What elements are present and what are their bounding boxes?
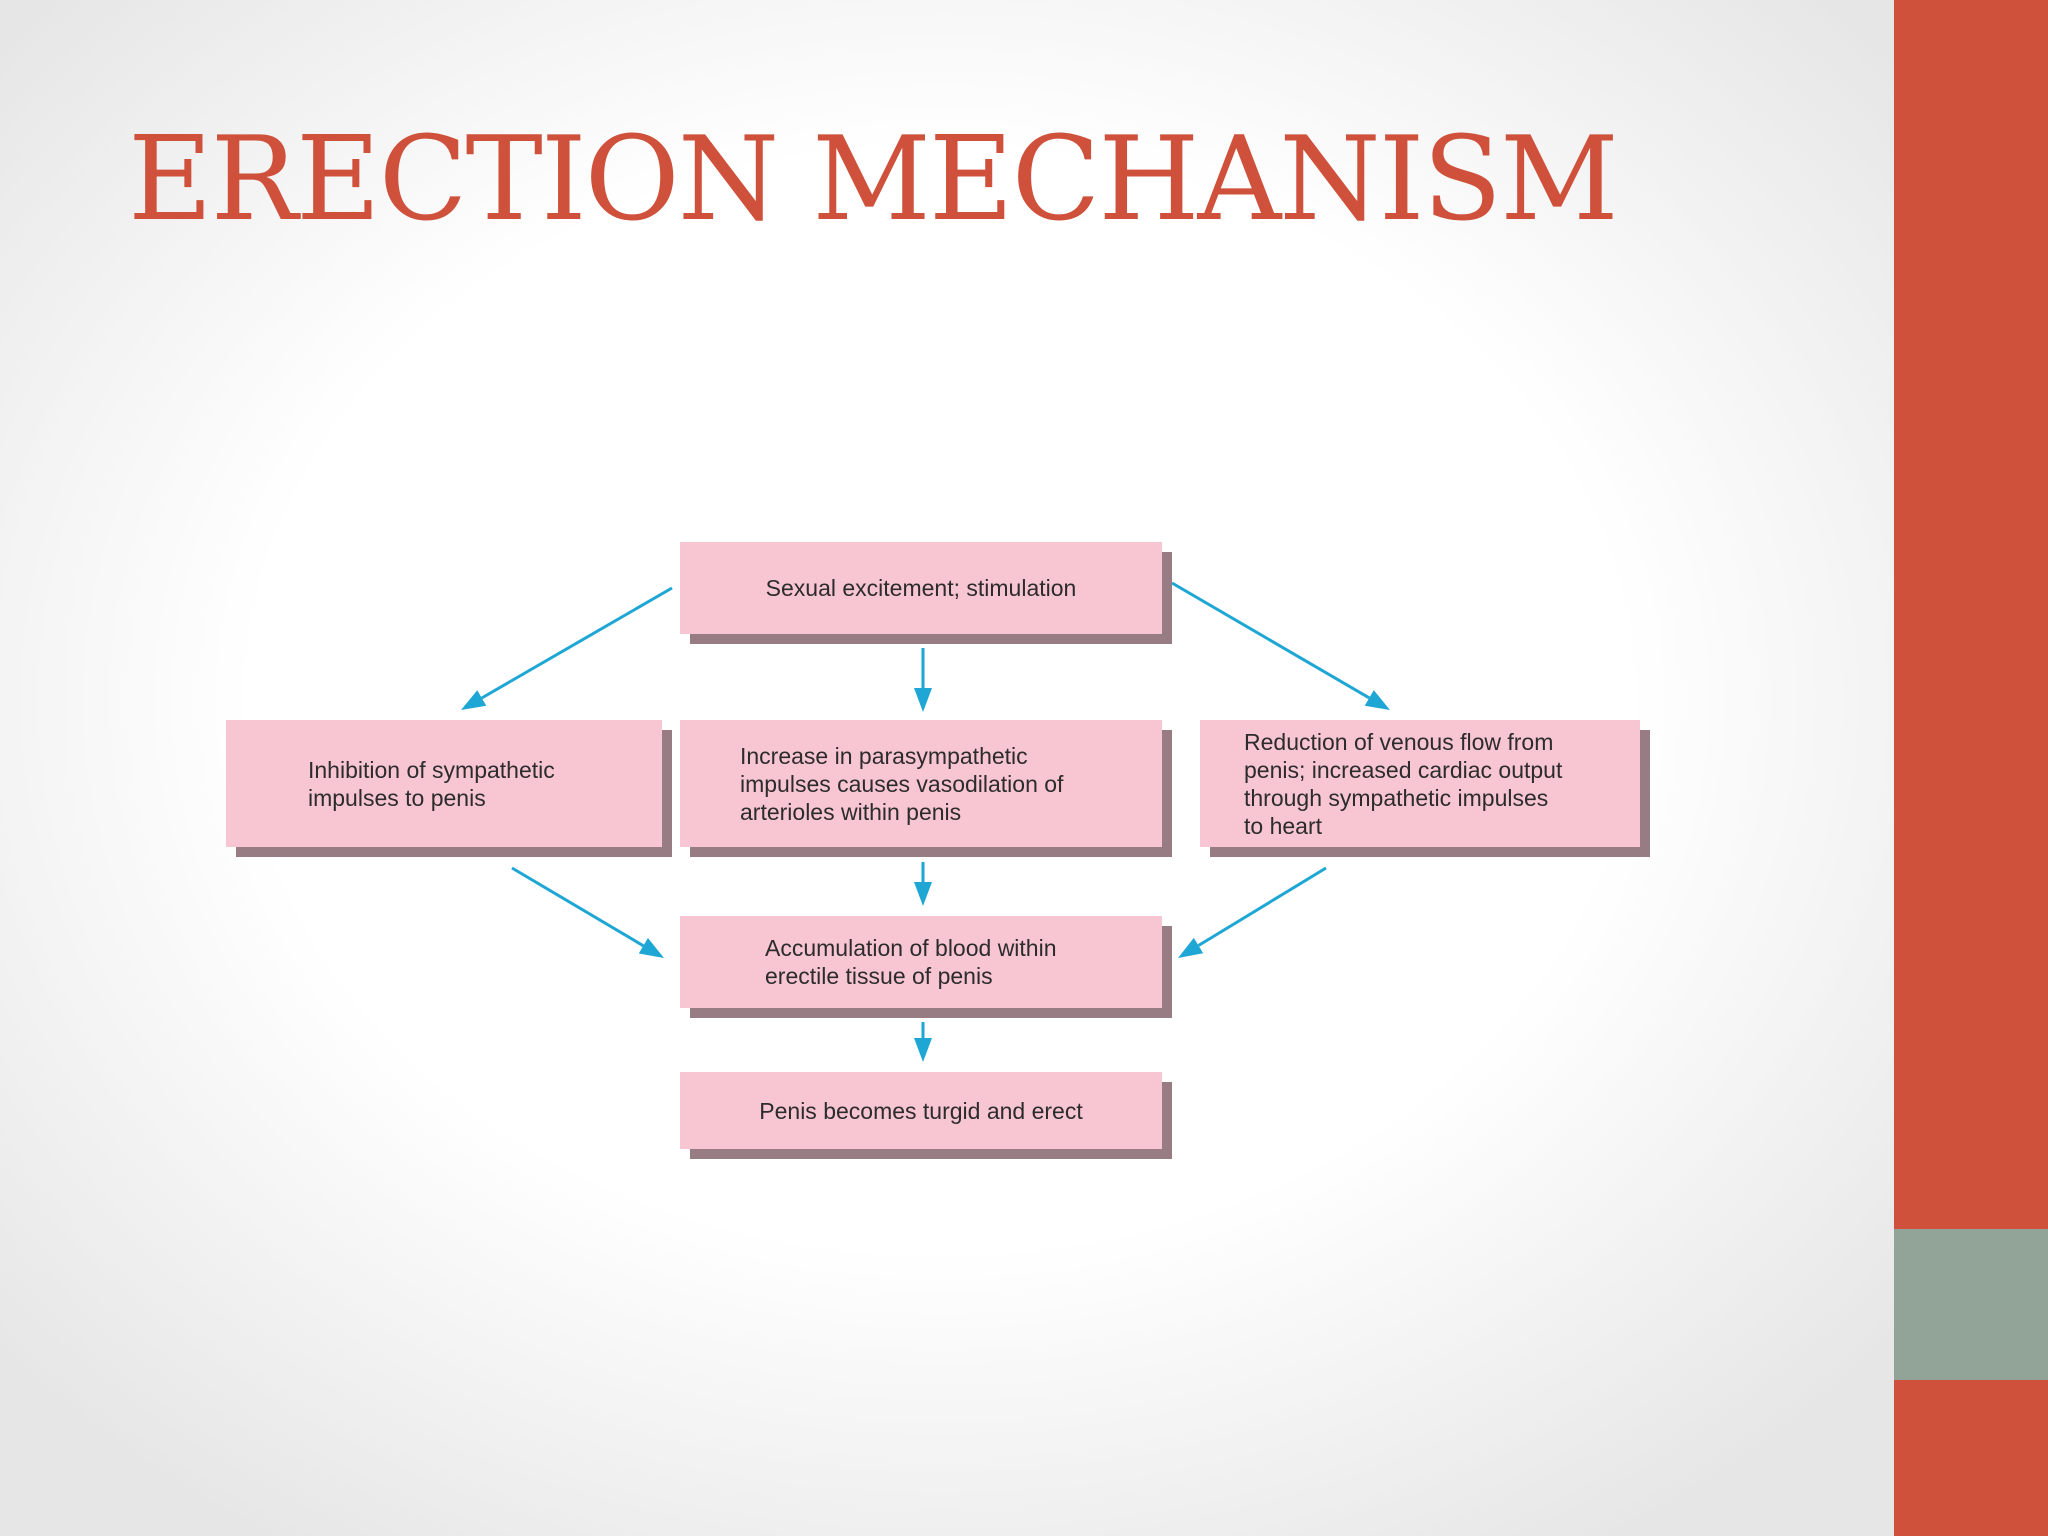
node-sympathetic-inhibition: Inhibition of sympathetic impulses to pe… <box>226 720 662 847</box>
arrowhead-b3-to-b5 <box>914 882 932 906</box>
node-penis-erect: Penis becomes turgid and erect <box>680 1072 1162 1149</box>
node-sexual-excitement: Sexual excitement; stimulation <box>680 542 1162 634</box>
accent-band-top <box>1894 0 2048 1229</box>
arrow-b2-to-b5 <box>511 866 645 948</box>
node-label: Sexual excitement; stimulation <box>765 575 1077 601</box>
node-parasympathetic-increase: Increase in parasympathetic impulses cau… <box>680 720 1162 847</box>
accent-band-middle <box>1894 1229 2048 1380</box>
arrowhead-b4-to-b5 <box>1178 937 1204 958</box>
slide-title: ERECTION MECHANISM <box>128 112 1619 247</box>
arrow-b4-to-b5 <box>1197 866 1327 947</box>
node-label: Inhibition of sympathetic impulses to pe… <box>308 756 555 811</box>
accent-band-bottom <box>1894 1380 2048 1536</box>
node-venous-flow-reduction: Reduction of venous flow from penis; inc… <box>1200 720 1640 847</box>
node-label: Penis becomes turgid and erect <box>759 1097 1083 1124</box>
arrowhead-b1-to-b3 <box>914 688 932 712</box>
arrow-b1-to-b4 <box>1171 581 1371 700</box>
arrowhead-b2-to-b5 <box>638 938 664 958</box>
arrowhead-b1-to-b4 <box>1364 690 1390 710</box>
node-label: Increase in parasympathetic impulses cau… <box>740 742 1064 825</box>
node-blood-accumulation: Accumulation of blood within erectile ti… <box>680 916 1162 1008</box>
arrow-b1-to-b2 <box>481 586 673 700</box>
node-label: Reduction of venous flow from penis; inc… <box>1244 728 1563 839</box>
node-label: Accumulation of blood within erectile ti… <box>765 935 1057 989</box>
arrowhead-b1-to-b2 <box>461 690 487 710</box>
arrowhead-b5-to-b6 <box>914 1038 932 1062</box>
